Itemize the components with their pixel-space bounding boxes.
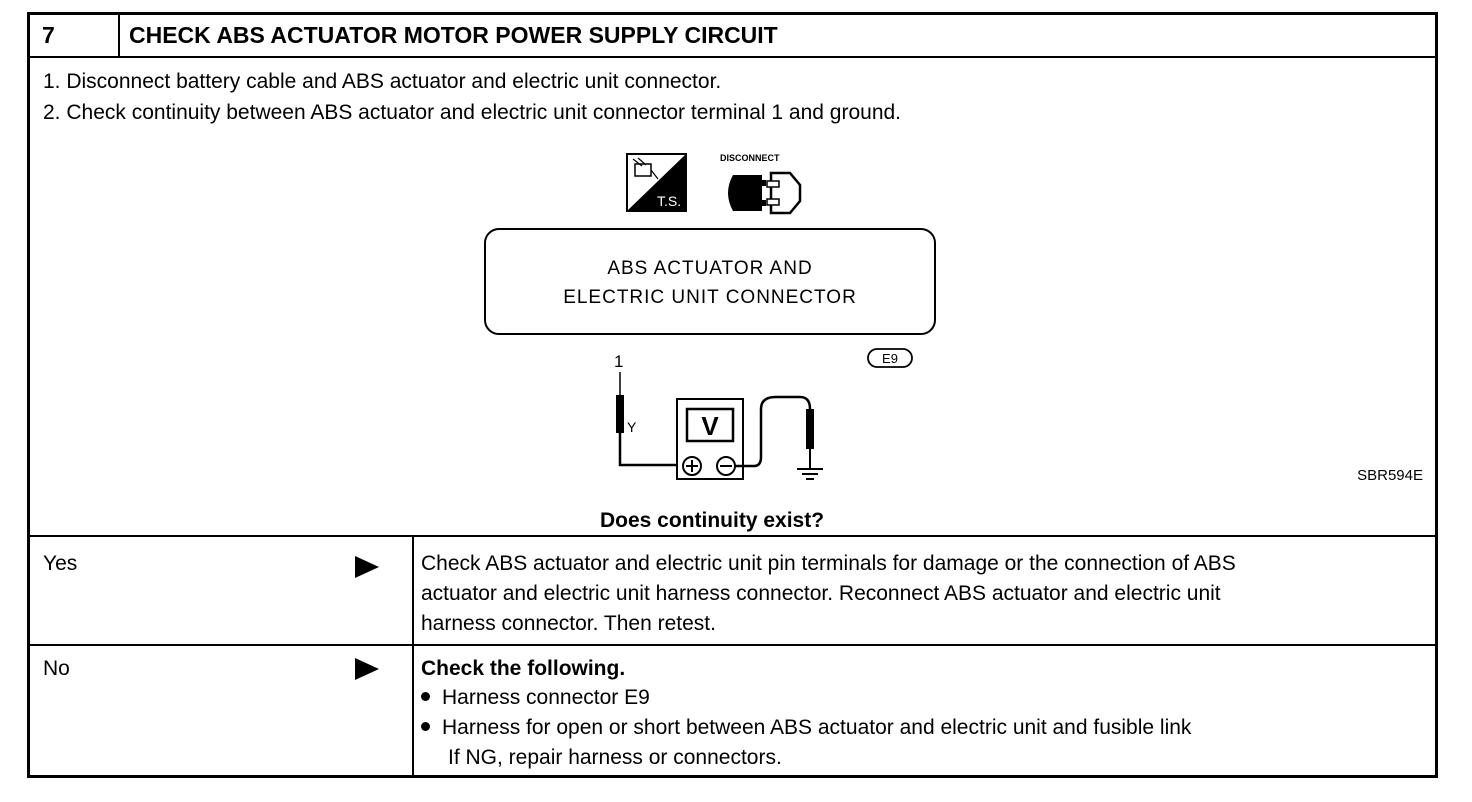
meter-label: V [701, 411, 719, 441]
reference-code: SBR594E [1357, 467, 1423, 484]
results-divider [412, 535, 414, 775]
instruction-2: 2. Check continuity between ABS actuator… [43, 101, 902, 124]
disconnect-connector-icon: DISCONNECT [720, 153, 802, 215]
question-bottom-border [30, 535, 1435, 537]
bullet-text-1: Harness connector E9 [442, 686, 650, 709]
no-action-bullet-2: Harness for open or short between ABS ac… [421, 713, 1191, 743]
connector-code: E9 [882, 351, 898, 366]
no-action-heading: Check the following. [421, 657, 626, 680]
probe-right [806, 409, 814, 449]
connector-label-line2: ELECTRIC UNIT CONNECTOR [563, 287, 857, 308]
procedure-table: 7 CHECK ABS ACTUATOR MOTOR POWER SUPPLY … [27, 12, 1438, 778]
probe-left [616, 395, 624, 433]
header-bottom-border [30, 56, 1435, 58]
ts-icon-label: T.S. [657, 193, 681, 209]
voltmeter-icon: V [676, 398, 744, 480]
yes-action-line-1: Check ABS actuator and electric unit pin… [421, 552, 1236, 575]
bullet-icon [421, 721, 430, 731]
step-title: CHECK ABS ACTUATOR MOTOR POWER SUPPLY CI… [129, 22, 778, 48]
no-action-bullet-1: Harness connector E9 [421, 683, 650, 713]
yes-row-bottom-border [30, 644, 1435, 646]
yes-arrow-icon [355, 556, 379, 578]
no-action-footer: If NG, repair harness or connectors. [448, 746, 782, 769]
bullet-text-2: Harness for open or short between ABS ac… [442, 716, 1192, 739]
connector-box [484, 228, 936, 335]
question: Does continuity exist? [600, 509, 825, 532]
no-arrow-icon [355, 658, 379, 680]
yes-action-line-2: actuator and electric unit harness conne… [421, 582, 1221, 605]
answer-yes: Yes [43, 552, 78, 575]
ground-icon [797, 468, 823, 480]
instruction-1: 1. Disconnect battery cable and ABS actu… [43, 70, 722, 93]
wire-color: Y [627, 419, 637, 435]
step-number: 7 [42, 22, 55, 48]
answer-no: No [43, 657, 70, 680]
bullet-icon [421, 691, 430, 701]
connector-label-line1: ABS ACTUATOR AND [607, 258, 812, 279]
header-divider [118, 15, 120, 56]
connector-code-badge [867, 348, 913, 368]
yes-action-line-3: harness connector. Then retest. [421, 612, 716, 635]
tester-icon: T.S. [626, 153, 687, 212]
terminal-number: 1 [614, 352, 623, 371]
disconnect-label: DISCONNECT [720, 153, 780, 163]
continuity-check-diagram: T.S. DISCONNECT ABS ACTUATOR AND ELECTRI… [484, 153, 1423, 484]
